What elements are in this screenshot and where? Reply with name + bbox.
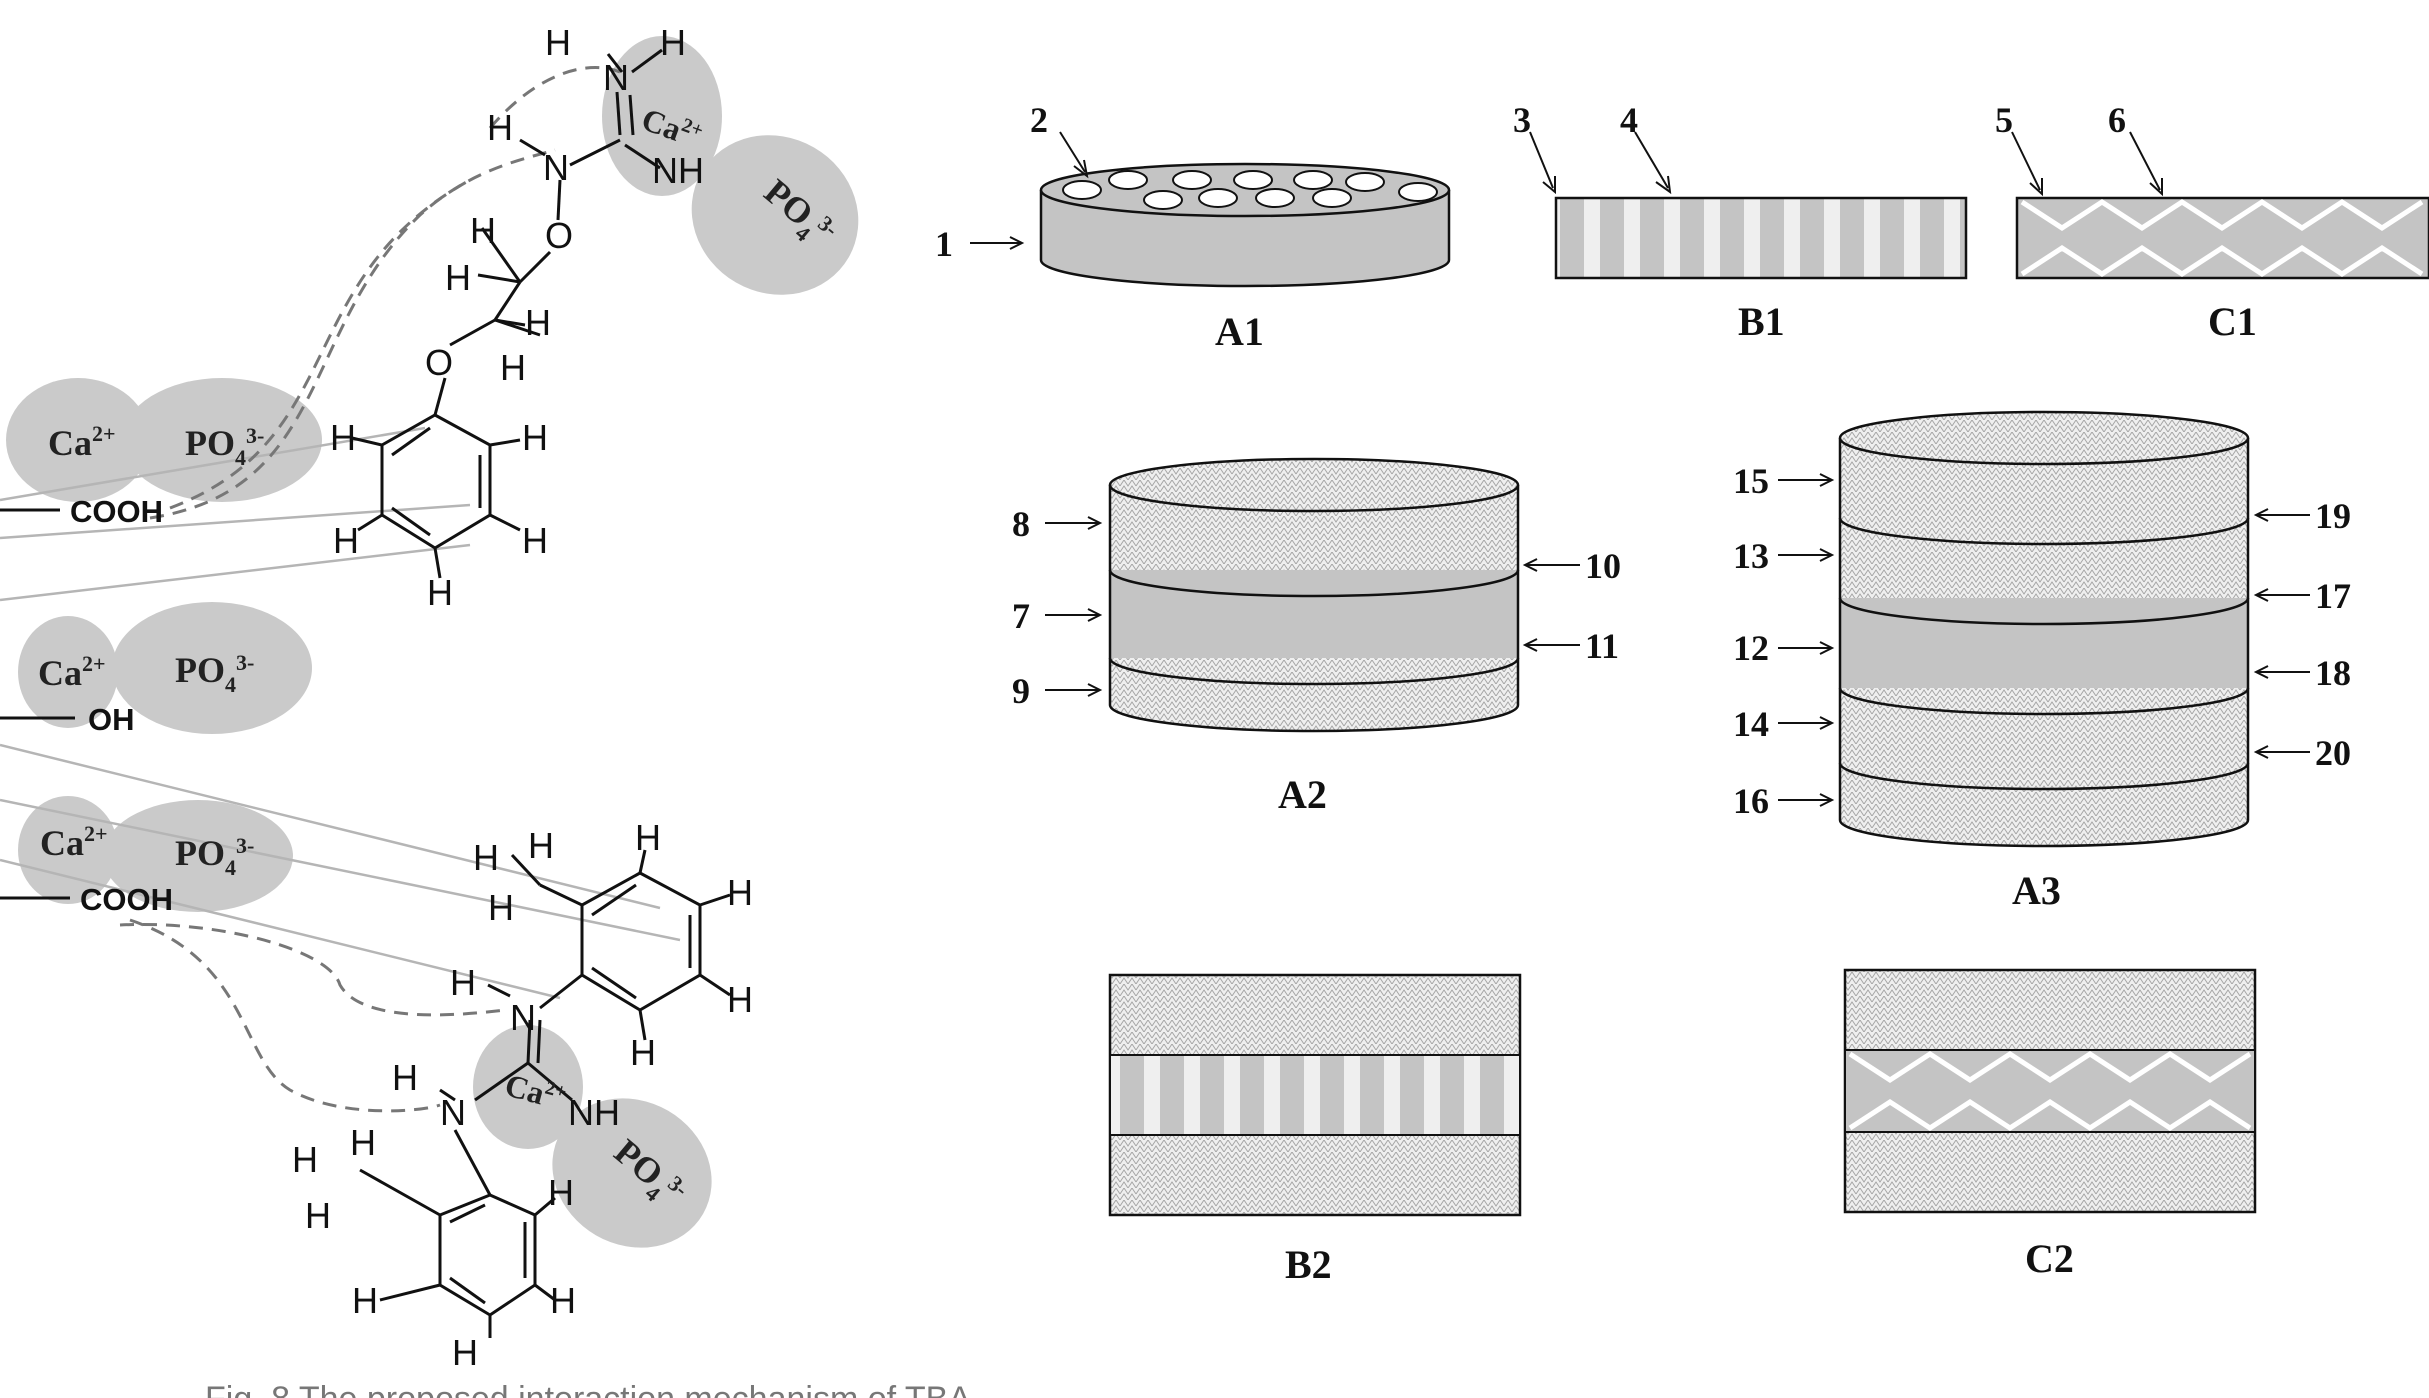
callout-4: 4 xyxy=(1620,100,1638,140)
atom-h: H xyxy=(427,572,453,613)
callout-14: 14 xyxy=(1733,704,1769,744)
cooh-group-1: COOH xyxy=(70,494,163,529)
panel-label-c2: C2 xyxy=(2025,1236,2074,1281)
callout-8: 8 xyxy=(1012,504,1030,544)
figure-caption: Fig. 8 The proposed interaction mechanis… xyxy=(205,1380,999,1398)
ion-blobs xyxy=(6,36,888,1276)
panel-label-c1: C1 xyxy=(2208,299,2257,344)
atom-n: N xyxy=(440,1092,466,1133)
oh-group: OH xyxy=(88,702,135,737)
callout-20: 20 xyxy=(2315,733,2351,773)
callout-2: 2 xyxy=(1030,100,1048,140)
atom-h: H xyxy=(305,1195,331,1236)
callout-3: 3 xyxy=(1513,100,1531,140)
atom-h: H xyxy=(635,817,661,858)
panel-c2 xyxy=(1845,970,2255,1212)
panel-label-b1: B1 xyxy=(1738,299,1785,344)
atom-h: H xyxy=(392,1057,418,1098)
atom-h: H xyxy=(548,1172,574,1213)
panel-a2 xyxy=(1110,459,1518,731)
panel-label-a3: A3 xyxy=(2012,868,2061,913)
scaffold-schematics: 1 2 3 4 5 6 7 8 9 10 11 12 13 14 15 16 1… xyxy=(935,100,2429,1287)
top-benzene-ring xyxy=(352,415,520,578)
atom-o: O xyxy=(425,342,453,383)
atom-h: H xyxy=(452,1332,478,1373)
atom-h: H xyxy=(727,979,753,1020)
callout-19: 19 xyxy=(2315,496,2351,536)
atom-h: H xyxy=(522,417,548,458)
callout-15: 15 xyxy=(1733,461,1769,501)
interaction-mechanism-diagram: Ca2+ PO43- Ca2+ PO43- Ca2+ PO43- PO43- P… xyxy=(0,22,999,1398)
callout-17: 17 xyxy=(2315,576,2351,616)
panel-c1 xyxy=(2017,198,2429,278)
atom-h: H xyxy=(522,520,548,561)
atom-h: H xyxy=(630,1032,656,1073)
atom-h: H xyxy=(330,417,356,458)
panel-b1 xyxy=(1556,198,1966,278)
atom-h: H xyxy=(550,1280,576,1321)
callout-12: 12 xyxy=(1733,628,1769,668)
panel-label-a2: A2 xyxy=(1278,772,1327,817)
atom-h: H xyxy=(350,1122,376,1163)
callout-7: 7 xyxy=(1012,596,1030,636)
callout-11: 11 xyxy=(1585,626,1619,666)
atom-n: N xyxy=(510,997,536,1038)
atom-h: H xyxy=(727,872,753,913)
callout-10: 10 xyxy=(1585,546,1621,586)
atom-n: N xyxy=(543,147,569,188)
atom-h: H xyxy=(660,22,686,63)
panel-label-b2: B2 xyxy=(1285,1242,1332,1287)
atom-h: H xyxy=(488,887,514,928)
atom-o: O xyxy=(545,215,573,256)
atom-h: H xyxy=(487,107,513,148)
callout-16: 16 xyxy=(1733,781,1769,821)
atom-h: H xyxy=(333,520,359,561)
atom-h: H xyxy=(450,962,476,1003)
atom-h: H xyxy=(500,347,526,388)
callout-5: 5 xyxy=(1995,100,2013,140)
cooh-group-2: COOH xyxy=(80,882,173,917)
atom-h: H xyxy=(545,22,571,63)
atom-h: H xyxy=(352,1280,378,1321)
panel-a3 xyxy=(1840,412,2248,846)
panel-b2 xyxy=(1110,975,1520,1215)
atom-h: H xyxy=(528,825,554,866)
callout-13: 13 xyxy=(1733,536,1769,576)
atom-h: H xyxy=(473,837,499,878)
callout-1: 1 xyxy=(935,224,953,264)
atom-h: H xyxy=(470,210,496,251)
callout-9: 9 xyxy=(1012,671,1030,711)
callout-18: 18 xyxy=(2315,653,2351,693)
atom-h: H xyxy=(292,1139,318,1180)
atom-h: H xyxy=(445,257,471,298)
panel-a1 xyxy=(1041,164,1449,286)
atom-h: H xyxy=(525,302,551,343)
panel-label-a1: A1 xyxy=(1215,309,1264,354)
callout-6: 6 xyxy=(2108,100,2126,140)
atom-n: N xyxy=(603,57,629,98)
atom-nh: NH xyxy=(568,1092,620,1133)
atom-nh: NH xyxy=(652,150,704,191)
